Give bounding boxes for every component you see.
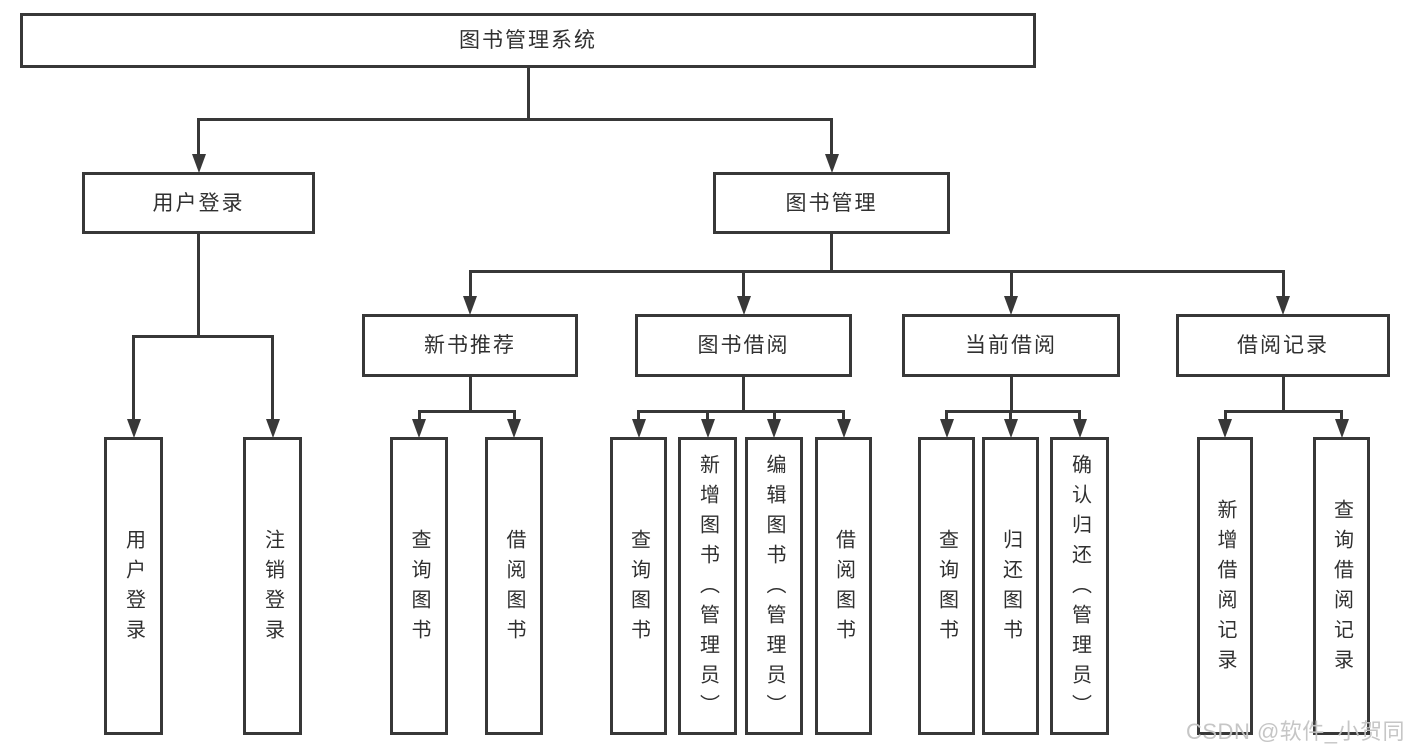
- connector-line: [1009, 270, 1013, 297]
- node-current-borrow: 当前借阅: [902, 314, 1120, 377]
- node-leaf-borrow-book-2: 借阅图书: [815, 437, 872, 735]
- arrowhead-down: [1276, 296, 1290, 315]
- node-leaf-logout: 注销登录: [243, 437, 302, 735]
- node-leaf-edit-book-admin: 编辑图书（管理员）: [745, 437, 803, 735]
- connector-line: [1223, 410, 1227, 420]
- arrowhead-down: [824, 154, 839, 173]
- node-new-book-rec: 新书推荐: [362, 314, 578, 377]
- arrowhead-down: [631, 419, 646, 438]
- arrowhead-down: [412, 419, 426, 438]
- node-leaf-query-book-rec: 查询图书: [390, 437, 448, 735]
- connector-line: [468, 377, 472, 413]
- connector-line: [132, 335, 274, 338]
- connector-line: [1340, 410, 1343, 420]
- connector-line: [417, 410, 516, 413]
- node-borrow-record: 借阅记录: [1176, 314, 1390, 377]
- connector-line: [1223, 410, 1343, 413]
- arrowhead-down: [265, 419, 280, 438]
- arrowhead-down: [736, 296, 751, 315]
- arrowhead-down: [1334, 419, 1349, 438]
- arrowhead-down: [1218, 419, 1232, 438]
- connector-line: [1009, 377, 1013, 413]
- connector-line: [637, 410, 845, 413]
- node-leaf-query-borrow-record: 查询借阅记录: [1313, 437, 1370, 735]
- node-book-mgmt: 图书管理: [713, 172, 950, 234]
- node-leaf-query-book-borrow: 查询图书: [610, 437, 667, 735]
- connector-line: [468, 270, 472, 297]
- connector-line: [1009, 410, 1012, 420]
- node-user-login: 用户登录: [82, 172, 315, 234]
- connector-line: [417, 410, 421, 420]
- connector-line: [1078, 410, 1081, 420]
- arrowhead-down: [939, 419, 954, 438]
- connector-line: [945, 410, 1081, 413]
- node-leaf-query-book-current: 查询图书: [918, 437, 975, 735]
- connector-line: [830, 118, 833, 155]
- arrowhead-down: [1072, 419, 1087, 438]
- connector-line: [830, 234, 833, 273]
- node-leaf-return-book: 归还图书: [982, 437, 1039, 735]
- arrowhead-down: [1004, 296, 1018, 315]
- connector-line: [842, 410, 845, 420]
- arrowhead-down: [700, 419, 715, 438]
- connector-line: [197, 118, 833, 121]
- connector-line: [468, 270, 1285, 273]
- arrowhead-down: [191, 154, 206, 173]
- connector-line: [945, 410, 948, 420]
- connector-line: [742, 270, 745, 297]
- connector-line: [132, 335, 135, 420]
- connector-line: [271, 335, 274, 420]
- node-leaf-confirm-return-admin: 确认归还（管理员）: [1050, 437, 1109, 735]
- arrowhead-down: [507, 419, 521, 438]
- connector-line: [742, 377, 745, 413]
- connector-line: [197, 234, 200, 338]
- connector-line: [526, 68, 530, 121]
- connector-line: [772, 410, 776, 420]
- connector-line: [1281, 377, 1285, 413]
- node-leaf-borrow-book-rec: 借阅图书: [485, 437, 543, 735]
- arrowhead-down: [126, 419, 141, 438]
- arrowhead-down: [1003, 419, 1018, 438]
- arrowhead-down: [463, 296, 477, 315]
- node-leaf-user-login: 用户登录: [104, 437, 163, 735]
- node-root: 图书管理系统: [20, 13, 1036, 68]
- connector-line: [1281, 270, 1285, 297]
- arrowhead-down: [767, 419, 781, 438]
- connector-line: [706, 410, 709, 420]
- connector-line: [637, 410, 640, 420]
- node-book-borrow: 图书借阅: [635, 314, 852, 377]
- arrowhead-down: [836, 419, 851, 438]
- node-leaf-add-borrow-record: 新增借阅记录: [1197, 437, 1253, 735]
- csdn-watermark: CSDN @软件_小贺同学: [1186, 719, 1405, 744]
- connector-line: [512, 410, 516, 420]
- connector-line: [197, 118, 200, 155]
- node-leaf-add-book-admin: 新增图书（管理员）: [678, 437, 737, 735]
